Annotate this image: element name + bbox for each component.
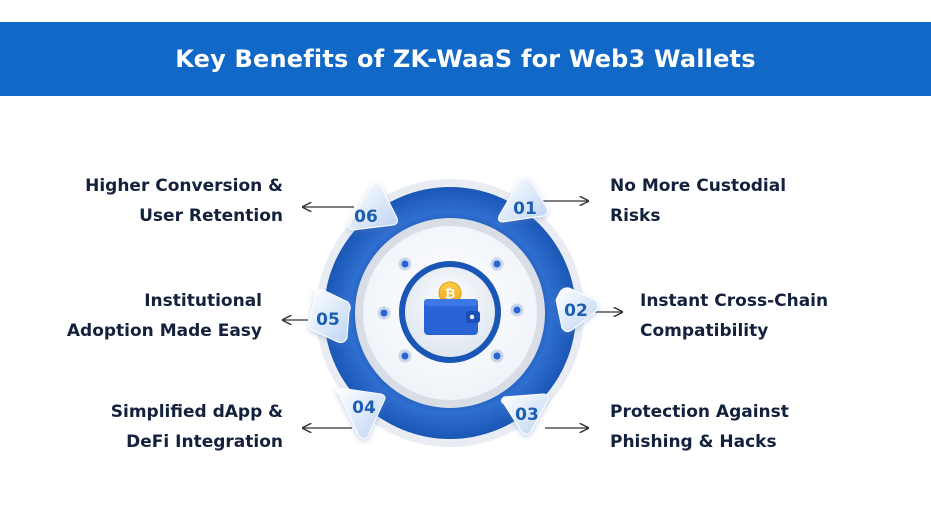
benefit-02-line-2: Compatibility [640,321,769,341]
benefit-05-line-1: Institutional [144,291,262,311]
badge-03: 03 [501,393,549,435]
benefit-label-03: Protection Against Phishing & Hacks [610,397,789,457]
badge-01: 01 [498,177,548,223]
badge-06: 06 [348,183,398,231]
badge-02: 02 [555,287,599,333]
benefit-05-line-2: Adoption Made Easy [66,321,262,341]
badge-number-04: 04 [352,398,376,418]
wallet-with-bitcoin-icon: ₿ [424,281,480,335]
badge-04: 04 [336,387,386,439]
badge-number-06: 06 [354,207,378,227]
badge-number-01: 01 [513,199,537,219]
benefit-label-06: Higher Conversion & User Retention [85,171,283,231]
benefit-03-line-1: Protection Against [610,402,789,422]
benefit-label-04: Simplified dApp & DeFi Integration [111,397,283,457]
benefit-03-line-2: Phishing & Hacks [610,432,777,452]
title-banner: Key Benefits of ZK-WaaS for Web3 Wallets [0,22,931,96]
connector-arrows [283,201,622,428]
svg-text:₿: ₿ [445,287,456,302]
page-title: Key Benefits of ZK-WaaS for Web3 Wallets [175,45,756,73]
benefit-06-line-2: User Retention [139,206,283,226]
badge-number-05: 05 [316,310,340,330]
orbit-dots [377,257,524,363]
benefit-06-line-1: Higher Conversion & [85,176,283,196]
badge-number-02: 02 [564,301,588,321]
badge-number-03: 03 [515,405,539,425]
benefit-01-line-2: Risks [610,206,661,226]
benefit-02-line-1: Instant Cross-Chain [640,291,829,311]
benefit-01-line-1: No More Custodial [610,176,787,196]
badge-05: 05 [308,288,351,343]
benefit-04-line-2: DeFi Integration [126,432,283,452]
benefit-label-05: Institutional Adoption Made Easy [67,286,262,346]
benefit-label-02: Instant Cross-Chain Compatibility [640,286,828,346]
benefit-label-01: No More Custodial Risks [610,171,786,231]
benefit-04-line-1: Simplified dApp & [110,402,283,422]
